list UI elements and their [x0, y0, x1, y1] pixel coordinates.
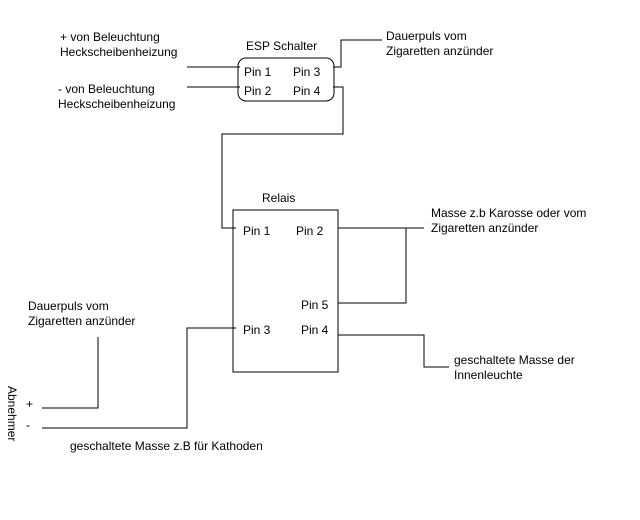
plus-lighting-label-2: Heckscheibenheizung	[60, 45, 177, 59]
permanent-left-label-1: Dauerpuls vom	[28, 299, 109, 313]
esp-switch-box	[237, 57, 335, 102]
esp-pin2-label: Pin 2	[244, 84, 272, 98]
wire-esp-pin3-permanent	[333, 39, 382, 68]
consumer-plus-label: +	[26, 397, 33, 411]
permanent-left-label-2: Zigaretten anzünder	[28, 314, 135, 328]
wire-pin5-bridge	[338, 228, 407, 304]
wire-relay-pin3-consumer	[42, 327, 236, 429]
switched-interior-label-1: geschaltete Masse der	[454, 353, 575, 367]
consumer-minus-label: -	[26, 418, 30, 432]
switched-cathode-label: geschaltete Masse z.B für Kathoden	[70, 439, 263, 453]
consumer-label: Abnehmer	[5, 386, 19, 441]
minus-lighting-label-2: Heckscheibenheizung	[58, 97, 175, 111]
wire-permanent-consumer	[42, 337, 99, 409]
permanent-top-label-2: Zigaretten anzünder	[386, 44, 493, 58]
permanent-top-label-1: Dauerpuls vom	[386, 29, 467, 43]
switched-interior-label-2: Innenleuchte	[454, 368, 523, 382]
plus-lighting-label-1: + von Beleuchtung	[60, 30, 160, 44]
esp-pin3-label: Pin 3	[293, 65, 321, 79]
relay-pin1-label: Pin 1	[243, 224, 271, 238]
relay-pin4-label: Pin 4	[301, 323, 329, 337]
relay-pin3-label: Pin 3	[243, 323, 271, 337]
esp-pin4-label: Pin 4	[293, 84, 321, 98]
esp-switch-title: ESP Schalter	[246, 39, 317, 53]
esp-pin1-label: Pin 1	[244, 65, 272, 79]
relay-pin5-label: Pin 5	[301, 298, 329, 312]
ground-label-1: Masse z.b Karosse oder vom	[431, 206, 586, 220]
relay-box	[232, 209, 339, 373]
ground-label-2: Zigaretten anzünder	[431, 221, 538, 235]
minus-lighting-label-1: - von Beleuchtung	[58, 82, 155, 96]
wire-esp-pin4-relay-pin1	[221, 86, 344, 229]
relay-title: Relais	[262, 191, 295, 205]
relay-pin2-label: Pin 2	[296, 224, 324, 238]
wire-relay-pin4-interior	[338, 334, 449, 368]
